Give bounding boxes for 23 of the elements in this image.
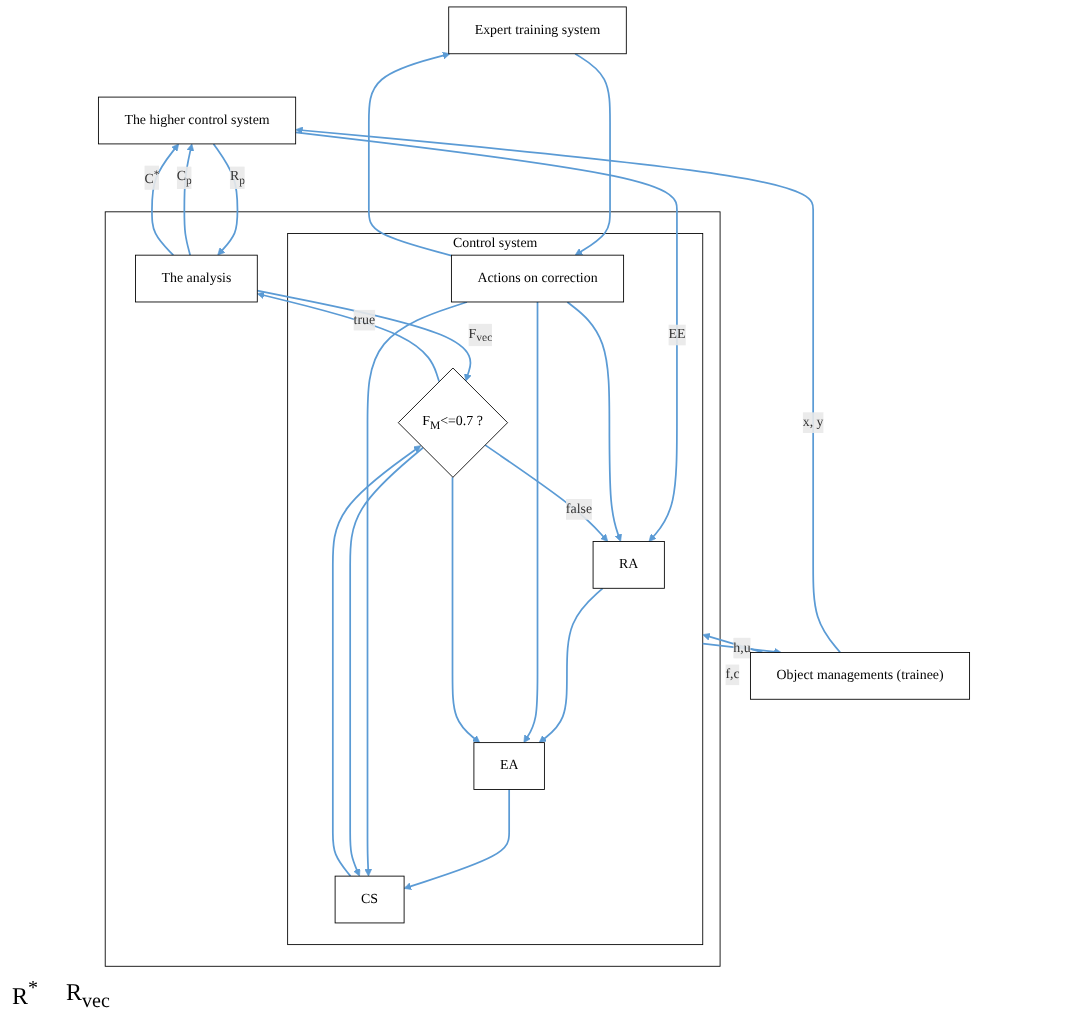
- arrow: [484, 444, 609, 542]
- arrow: [566, 301, 622, 542]
- arrow: [294, 131, 678, 542]
- cluster: [104, 211, 721, 967]
- arrow: [367, 51, 453, 257]
- arrow: [702, 633, 764, 654]
- arrow: [256, 291, 440, 383]
- arrow: [701, 642, 782, 656]
- arrow: [212, 143, 239, 256]
- arrow: [523, 301, 539, 743]
- arrow: [538, 587, 604, 743]
- arrow: [256, 289, 472, 382]
- arrow: [331, 445, 422, 877]
- arrow: [183, 143, 195, 257]
- arrow: [403, 788, 511, 890]
- arrow: [295, 126, 842, 654]
- arrow: [451, 476, 481, 743]
- arrow: [364, 301, 468, 877]
- signal-label: R$^{*}$: [12, 977, 39, 1012]
- arrow: [151, 143, 179, 257]
- arrow: [574, 52, 611, 256]
- arrow: [349, 446, 424, 877]
- signal-label: R$_{vec}$: [66, 977, 110, 1012]
